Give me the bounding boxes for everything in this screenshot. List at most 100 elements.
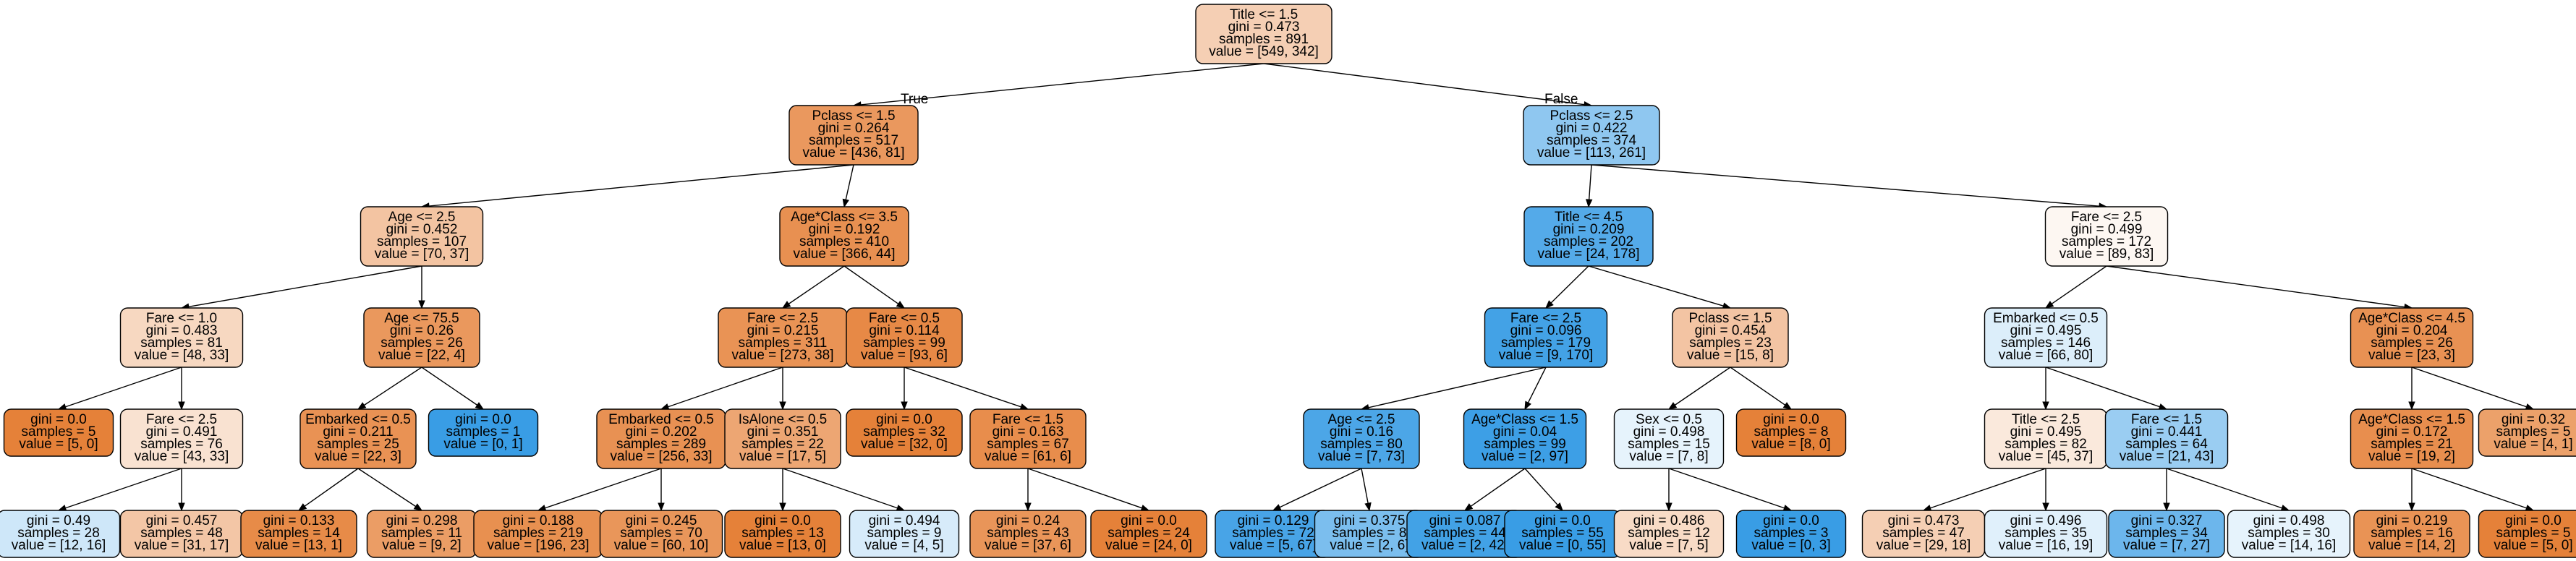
node-text-line: samples = 23: [1689, 335, 1772, 351]
node-text-line: value = [31, 17]: [135, 538, 229, 553]
node-text-line: gini = 0.491: [146, 424, 218, 440]
edge-arrowhead: [781, 301, 791, 309]
node-text-line: Fare <= 0.5: [869, 311, 940, 326]
node-text-line: value = [196, 23]: [487, 538, 589, 553]
edge-arrowhead: [475, 402, 485, 410]
node-text-line: value = [13, 0]: [739, 538, 826, 553]
node-text-line: gini = 0.209: [1553, 222, 1625, 237]
node-box: [119, 307, 244, 368]
node-text-line: value = [89, 83]: [2059, 247, 2154, 262]
edge-arrowhead: [1463, 503, 1474, 511]
tree-edge: [1524, 468, 1558, 506]
node-box: [2353, 510, 2470, 558]
node-box: [2350, 307, 2474, 368]
node-text-line: Embarked <= 0.5: [608, 412, 714, 427]
node-text-line: samples = 82: [2005, 437, 2087, 452]
node-text-line: gini = 0.219: [2376, 513, 2448, 528]
node-text-line: Pclass <= 1.5: [812, 108, 895, 124]
node-text-line: gini = 0.129: [1238, 513, 1309, 528]
node-text-line: value = [2, 6]: [1330, 538, 1408, 553]
edge-arrowhead: [1665, 502, 1672, 512]
node-text-line: gini = 0.0: [1763, 412, 1819, 427]
node-box: [1303, 408, 1420, 469]
node-text-line: samples = 43: [987, 526, 1069, 541]
node-text-line: Fare <= 2.5: [2071, 210, 2142, 225]
node-text-line: gini = 0.202: [626, 424, 697, 440]
tree-edge: [1588, 265, 1724, 307]
edge-arrowhead: [1667, 402, 1678, 410]
node-text-line: samples = 44: [1424, 526, 1506, 541]
node-text-line: value = [14, 2]: [2368, 538, 2455, 553]
tree-edge: [188, 265, 422, 307]
node-text-line: gini = 0.473: [1228, 20, 1300, 35]
node-text-line: gini = 0.133: [263, 513, 335, 528]
node-text-line: IsAlone <= 0.5: [739, 412, 828, 427]
node-text-line: Title <= 4.5: [1555, 210, 1623, 225]
node-box: [1984, 510, 2108, 558]
node-box: [1484, 307, 1608, 368]
node-text-line: value = [5, 0]: [2494, 538, 2572, 553]
node-text-line: samples = 891: [1219, 32, 1309, 47]
node-text-line: value = [9, 170]: [1499, 348, 1593, 363]
node-text-line: value = [5, 67]: [1230, 538, 1317, 553]
node-text-line: samples = 72: [1232, 526, 1314, 541]
node-text-line: value = [2, 97]: [1482, 449, 1568, 464]
tree-edge: [2106, 265, 2405, 308]
node-text-line: gini = 0.24: [996, 513, 1060, 528]
node-text-line: samples = 517: [809, 133, 898, 148]
node-text-line: samples = 67: [987, 437, 1069, 452]
node-text-line: gini = 0.375: [1334, 513, 1406, 528]
node-text-line: samples = 15: [1628, 437, 1710, 452]
node-text-line: Pclass <= 1.5: [1688, 311, 1772, 326]
tree-edge: [860, 63, 1264, 106]
node-box: [1613, 408, 1725, 469]
tree-edge: [1668, 468, 1785, 509]
node-text-line: value = [14, 16]: [2242, 538, 2336, 553]
node-text-line: value = [66, 80]: [1999, 348, 2093, 363]
edge-arrowhead: [413, 503, 423, 511]
node-box: [2478, 408, 2576, 457]
node-text-line: value = [13, 1]: [255, 538, 342, 553]
node-text-line: gini = 0.327: [2131, 513, 2203, 528]
node-text-line: gini = 0.163: [992, 424, 1064, 440]
node-text-line: Age*Class <= 4.5: [2358, 311, 2465, 326]
node-text-line: gini = 0.494: [869, 513, 940, 528]
node-text-line: samples = 48: [140, 526, 223, 541]
node-text-line: gini = 0.211: [323, 424, 393, 440]
node-box: [969, 408, 1087, 469]
node-text-line: gini = 0.495: [2010, 323, 2082, 338]
edge-arrowhead: [658, 502, 665, 512]
tree-edge: [65, 468, 182, 509]
node-text-line: Age*Class <= 3.5: [791, 210, 898, 225]
tree-edge: [1730, 367, 1786, 406]
node-text-line: Age <= 75.5: [384, 311, 459, 326]
node-text-line: value = [436, 81]: [802, 145, 904, 160]
edge-arrowhead: [2408, 502, 2415, 512]
node-text-line: gini = 0.498: [2253, 513, 2325, 528]
node-box: [2044, 206, 2169, 267]
node-text-line: value = [0, 55]: [1519, 538, 1606, 553]
node-text-line: gini = 0.298: [386, 513, 458, 528]
edge-arrowhead: [297, 503, 307, 511]
node-box: [2227, 510, 2351, 558]
node-text-line: value = [22, 4]: [378, 348, 465, 363]
tree-edge: [1550, 265, 1589, 304]
node-box: [599, 510, 723, 558]
node-text-line: Age*Class <= 1.5: [1471, 412, 1578, 427]
node-text-line: samples = 146: [2001, 335, 2091, 351]
node-text-line: samples = 25: [317, 437, 399, 452]
edge-arrowhead: [779, 502, 786, 512]
